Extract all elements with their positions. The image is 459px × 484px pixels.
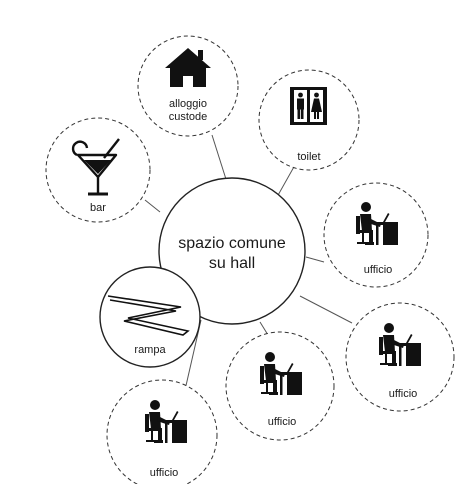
ufficio-bottom-left-label: ufficio [150,467,179,479]
alloggio-label-line1: alloggio [169,98,207,110]
cocktail-icon [71,138,120,196]
toilet-label: toilet [297,151,320,163]
center-label-line2: su hall [209,255,255,272]
node-bar: bar [45,117,151,223]
node-ufficio-bottom-right: ufficio [345,302,455,412]
bar-label: bar [90,202,106,214]
alloggio-label-line2: custode [169,111,208,123]
node-ufficio-bottom-left: ufficio [106,379,218,484]
center-node: spazio comune su hall [158,177,306,325]
ramp-zigzag-icon [107,295,190,336]
center-label-line1: spazio comune [178,235,286,252]
ufficio-bottom-right-label: ufficio [389,388,418,400]
rampa-label: rampa [134,344,166,356]
node-ufficio-bottom-center: ufficio [225,331,335,441]
node-alloggio-custode: alloggio custode [137,35,239,137]
ufficio-bottom-center-label: ufficio [268,416,297,428]
house-icon [165,48,211,87]
ufficio-right-label: ufficio [364,264,393,276]
restroom-icon [290,87,327,125]
node-ufficio-right: ufficio [323,182,429,288]
node-toilet: toilet [258,69,360,171]
node-rampa: rampa [99,266,201,368]
